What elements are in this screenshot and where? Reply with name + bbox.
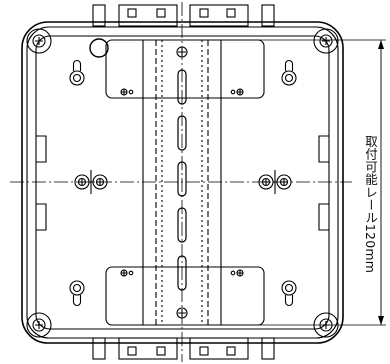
dimension-label: 取付可能レール120mm [363, 134, 378, 274]
clamp-marks [120, 88, 244, 277]
side-bosses [36, 135, 329, 231]
din-rail [142, 39, 222, 326]
dimension-120mm [186, 39, 386, 326]
enclosure-inner [26, 26, 339, 339]
boss [89, 38, 109, 58]
bottom-tabs [92, 337, 275, 360]
enclosure-wall [35, 35, 330, 330]
corner-screws [26, 28, 339, 338]
top-tabs [92, 4, 275, 27]
enclosure-outer [21, 21, 344, 344]
centre-lines [10, 2, 352, 362]
keyhole-mounts [69, 59, 297, 307]
